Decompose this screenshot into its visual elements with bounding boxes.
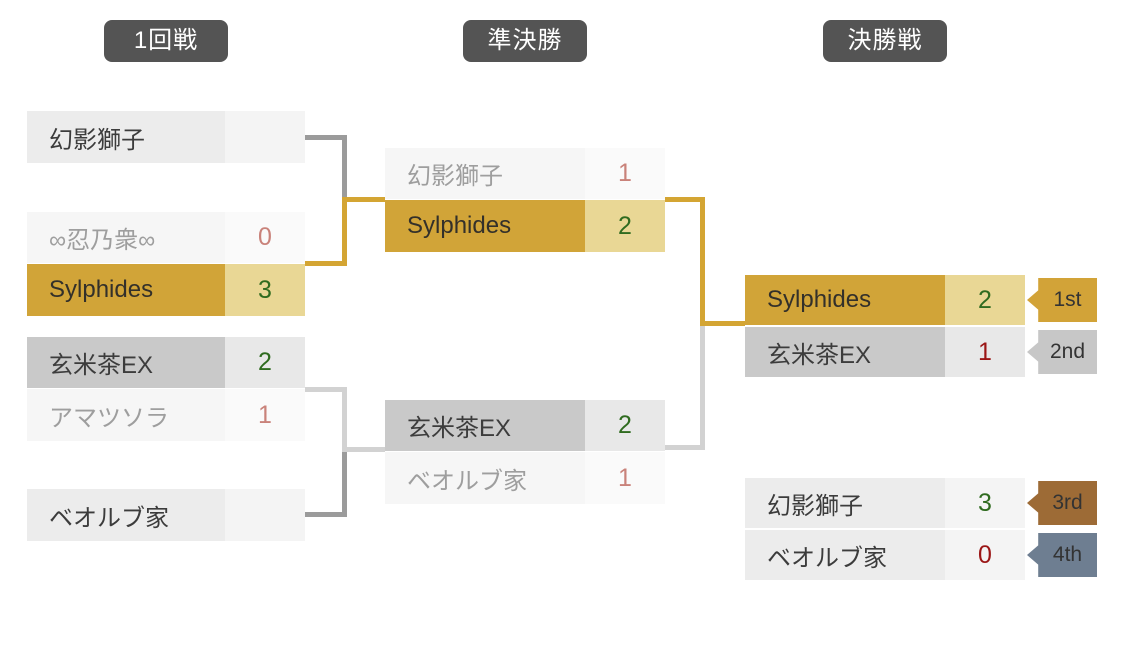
team-row: Sylphides 2 — [385, 200, 665, 252]
connector-line — [342, 135, 347, 199]
team-row: 幻影獅子 3 — [745, 478, 1025, 528]
team-row: 玄米茶EX 2 — [27, 337, 305, 388]
rank-badge-2nd: 2nd — [1027, 330, 1097, 374]
connector-line — [700, 321, 745, 326]
rank-badge-4th: 4th — [1027, 533, 1097, 577]
team-row: ベオルブ家 0 — [745, 530, 1025, 580]
round-header-semifinal: 準決勝 — [463, 20, 587, 62]
round-header-final: 決勝戦 — [823, 20, 947, 62]
team-score: 2 — [225, 337, 305, 388]
team-score: 1 — [585, 452, 665, 504]
team-name: 玄米茶EX — [27, 337, 225, 388]
team-name: ∞忍乃衆∞ — [27, 212, 225, 263]
team-score: 2 — [945, 275, 1025, 325]
connector-line — [665, 197, 705, 202]
team-score — [225, 489, 305, 541]
team-name: 玄米茶EX — [385, 400, 585, 451]
team-score: 2 — [585, 400, 665, 451]
team-score: 3 — [225, 264, 305, 316]
team-row: 玄米茶EX 1 — [745, 327, 1025, 377]
rank-badge-3rd: 3rd — [1027, 481, 1097, 525]
team-score: 3 — [945, 478, 1025, 528]
team-row: 幻影獅子 1 — [385, 148, 665, 199]
connector-line — [305, 135, 347, 140]
team-name: 幻影獅子 — [385, 148, 585, 199]
team-row: 幻影獅子 — [27, 111, 305, 163]
connector-line — [305, 387, 347, 392]
rank-badge-1st: 1st — [1027, 278, 1097, 322]
connector-line — [305, 512, 347, 517]
connector-line — [665, 445, 705, 450]
team-name: Sylphides — [385, 200, 585, 252]
team-score: 2 — [585, 200, 665, 252]
round-header-round1: 1回戦 — [104, 20, 228, 62]
team-row: Sylphides 3 — [27, 264, 305, 316]
team-row: Sylphides 2 — [745, 275, 1025, 325]
team-name: 幻影獅子 — [27, 111, 225, 163]
team-score: 1 — [585, 148, 665, 199]
team-name: 幻影獅子 — [745, 478, 945, 528]
team-name: Sylphides — [745, 275, 945, 325]
connector-line — [700, 324, 705, 450]
connector-line — [342, 197, 385, 202]
team-score — [225, 111, 305, 163]
team-name: ベオルブ家 — [385, 452, 585, 504]
team-name: アマツソラ — [27, 389, 225, 441]
team-name: ベオルブ家 — [745, 530, 945, 580]
connector-line — [342, 387, 347, 452]
team-row: ∞忍乃衆∞ 0 — [27, 212, 305, 263]
team-name: Sylphides — [27, 264, 225, 316]
team-score: 1 — [945, 327, 1025, 377]
team-score: 0 — [945, 530, 1025, 580]
team-row: ベオルブ家 — [27, 489, 305, 541]
team-row: アマツソラ 1 — [27, 389, 305, 441]
team-score: 0 — [225, 212, 305, 263]
connector-line — [342, 450, 347, 517]
team-row: ベオルブ家 1 — [385, 452, 665, 504]
connector-line — [342, 197, 347, 266]
connector-line — [342, 447, 385, 452]
team-name: ベオルブ家 — [27, 489, 225, 541]
connector-line — [700, 197, 705, 326]
connector-line — [305, 261, 347, 266]
team-row: 玄米茶EX 2 — [385, 400, 665, 451]
team-name: 玄米茶EX — [745, 327, 945, 377]
team-score: 1 — [225, 389, 305, 441]
